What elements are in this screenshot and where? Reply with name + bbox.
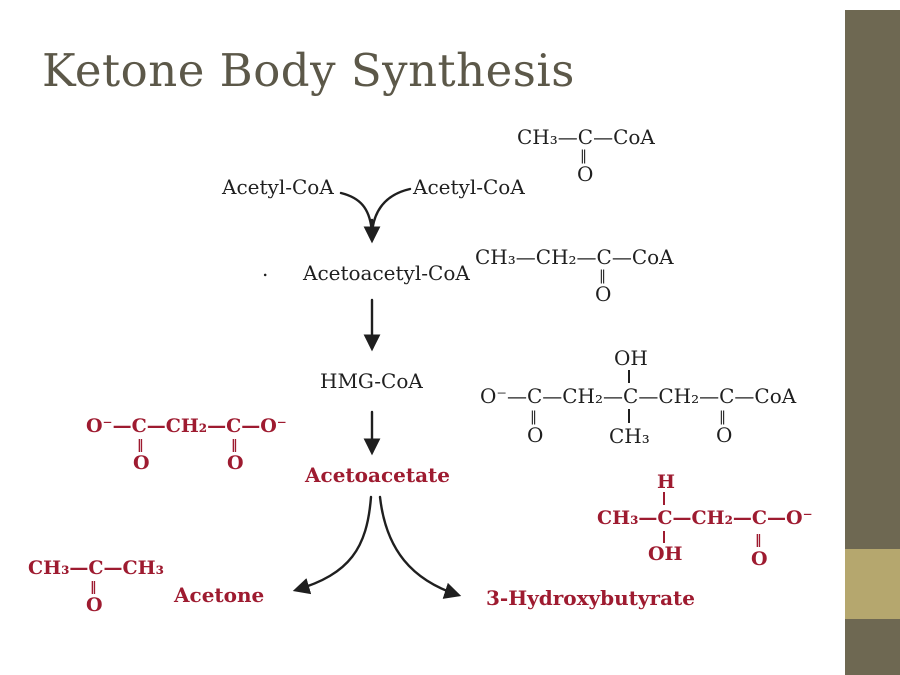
stray-dot: . bbox=[262, 257, 269, 281]
oxygen-atom: O bbox=[577, 162, 594, 186]
formula-chain: O⁻—C—CH₂—C—O⁻ bbox=[86, 415, 287, 437]
condensation-curve-right bbox=[371, 187, 412, 230]
branch-arrow-acetone bbox=[292, 495, 373, 595]
single-bond-vertical bbox=[663, 492, 665, 505]
branch-arrow-hydroxybutyrate bbox=[378, 495, 462, 599]
double-bond-icon: ‖ bbox=[137, 438, 144, 453]
double-bond-icon: ‖ bbox=[530, 409, 537, 425]
hydrogen-atom-top: H bbox=[657, 471, 675, 493]
label-acetoacetyl-coa: Acetoacetyl-CoA bbox=[303, 261, 470, 285]
right-accent-block bbox=[845, 549, 900, 619]
hydroxyl-group-bottom: OH bbox=[648, 543, 683, 565]
formula-chain: CH₃—C—CoA bbox=[517, 125, 655, 149]
condensation-curve-left bbox=[339, 191, 373, 230]
double-bond-icon: ‖ bbox=[755, 533, 762, 548]
label-3-hydroxybutyrate: 3-Hydroxybutyrate bbox=[486, 586, 695, 610]
double-bond-icon: ‖ bbox=[580, 148, 587, 164]
oxygen-atom: O bbox=[595, 282, 612, 306]
formula-chain: CH₃—C—CH₃ bbox=[28, 557, 164, 579]
hydroxyl-group-top: OH bbox=[614, 346, 648, 370]
single-bond-vertical bbox=[663, 531, 665, 543]
slide-title: Ketone Body Synthesis bbox=[42, 44, 575, 97]
oxygen-atom-right: O bbox=[716, 423, 733, 447]
methyl-group-bottom: CH₃ bbox=[609, 424, 650, 448]
label-acetyl-coa-left: Acetyl-CoA bbox=[222, 175, 334, 199]
double-bond-icon: ‖ bbox=[90, 580, 97, 595]
oxygen-atom: O bbox=[86, 594, 103, 616]
formula-chain: CH₃—C—CH₂—C—O⁻ bbox=[597, 507, 813, 529]
single-bond-vertical bbox=[628, 409, 630, 423]
double-bond-icon: ‖ bbox=[599, 268, 606, 284]
double-bond-icon: ‖ bbox=[231, 438, 238, 453]
formula-chain: CH₃—CH₂—C—CoA bbox=[475, 245, 674, 269]
formula-chain: O⁻—C—CH₂—C—CH₂—C—CoA bbox=[480, 384, 797, 408]
oxygen-atom: O bbox=[751, 548, 768, 570]
double-bond-icon: ‖ bbox=[719, 409, 726, 425]
label-acetone: Acetone bbox=[174, 583, 265, 607]
oxygen-atom-left: O bbox=[527, 423, 544, 447]
oxygen-atom-right: O bbox=[227, 452, 244, 474]
single-bond-vertical bbox=[628, 370, 630, 383]
oxygen-atom-left: O bbox=[133, 452, 150, 474]
label-acetyl-coa-right: Acetyl-CoA bbox=[413, 175, 525, 199]
label-acetoacetate: Acetoacetate bbox=[305, 463, 451, 487]
label-hmg-coa: HMG-CoA bbox=[320, 369, 423, 393]
